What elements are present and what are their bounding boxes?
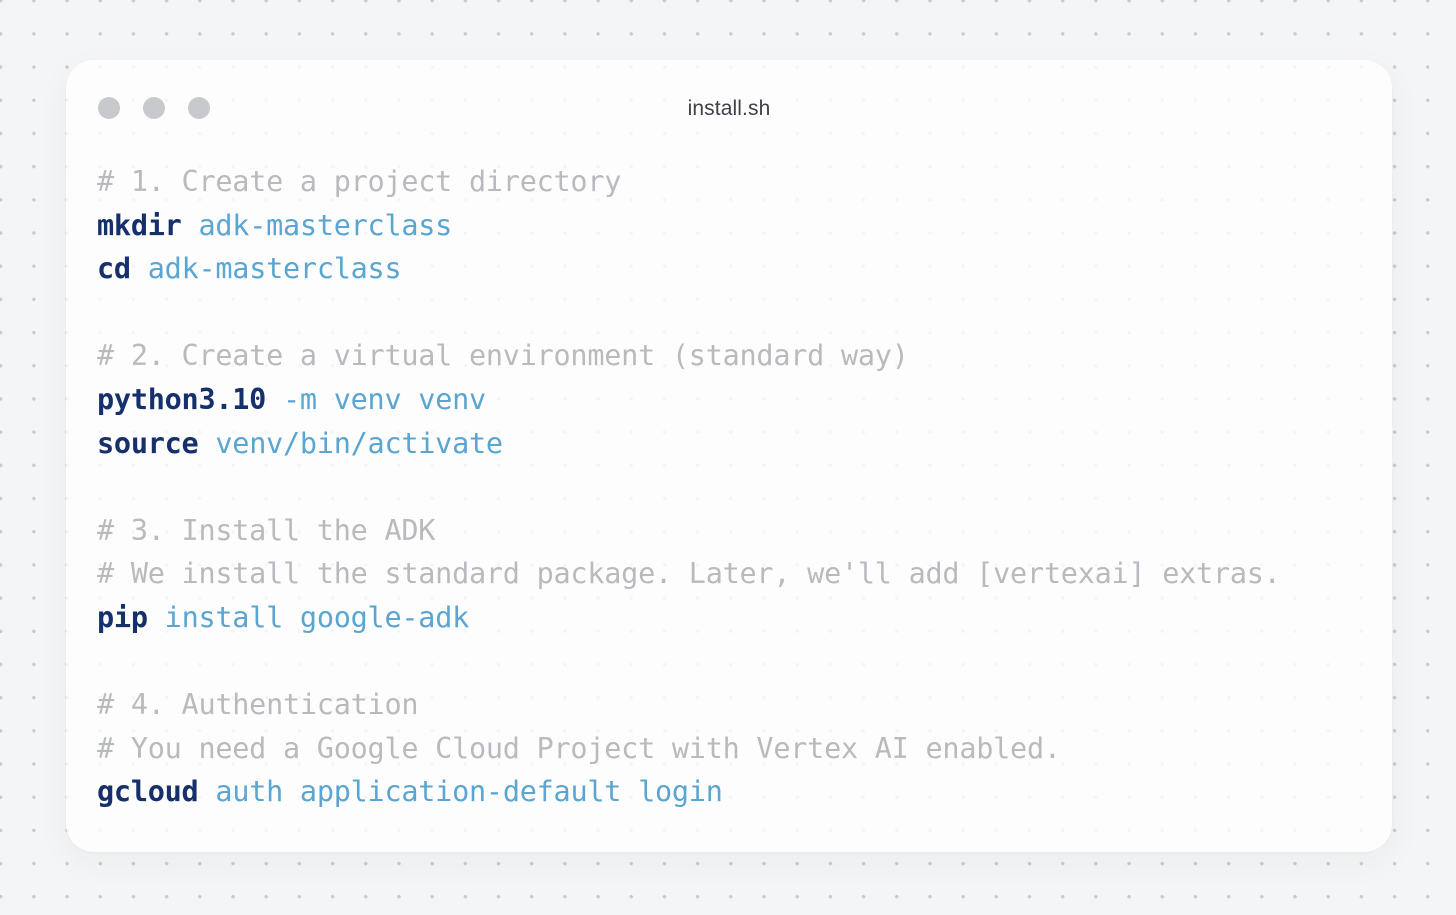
argument-token: adk-masterclass <box>198 208 453 242</box>
code-line-blank <box>97 465 1392 509</box>
argument-token: auth application-default login <box>215 775 723 809</box>
command-token: mkdir <box>97 208 182 242</box>
code-block: # 1. Create a project directory mkdir adk… <box>66 160 1392 814</box>
command-token: python3.10 <box>97 382 267 416</box>
comment-token: # 1. Create a project directory <box>97 165 622 198</box>
comment-token: # 3. Install the ADK <box>97 513 436 547</box>
traffic-light-buttons <box>98 97 210 119</box>
command-token: cd <box>97 252 131 286</box>
code-line-comment: # We install the standard package. Later… <box>97 552 1392 596</box>
code-line-command: mkdir adk-masterclass <box>97 204 1392 248</box>
minimize-button-icon[interactable] <box>143 97 165 119</box>
terminal-window-card: install.sh # 1. Create a project directo… <box>66 60 1392 852</box>
comment-token: # You need a Google Cloud Project with V… <box>97 731 1061 765</box>
comment-token: # 2. Create a virtual environment (stand… <box>97 339 909 373</box>
window-title: install.sh <box>687 97 771 120</box>
comment-token: # We install the standard package. Later… <box>97 557 1281 591</box>
code-line-command: cd adk-masterclass <box>97 247 1392 291</box>
maximize-button-icon[interactable] <box>188 97 210 119</box>
window-titlebar: install.sh <box>66 60 1392 160</box>
code-line-command: source venv/bin/activate <box>97 422 1392 466</box>
comment-token: # 4. Authentication <box>97 688 419 722</box>
argument-token: adk-masterclass <box>147 252 402 286</box>
code-line-command: python3.10 -m venv venv <box>97 378 1392 422</box>
command-token: pip <box>97 600 148 634</box>
code-line-command: pip install google-adk <box>97 596 1392 640</box>
code-line-comment: # 3. Install the ADK <box>97 509 1392 553</box>
command-token: source <box>97 426 199 460</box>
code-line-blank <box>97 291 1392 335</box>
code-line-comment: # 2. Create a virtual environment (stand… <box>97 334 1392 378</box>
code-line-command: gcloud auth application-default login <box>97 770 1392 814</box>
argument-token: install google-adk <box>164 600 470 634</box>
argument-token: venv/bin/activate <box>215 426 503 460</box>
code-line-comment: # You need a Google Cloud Project with V… <box>97 727 1392 771</box>
code-line-comment: # 1. Create a project directory <box>97 160 1392 204</box>
command-token: gcloud <box>97 775 199 809</box>
code-line-blank <box>97 640 1392 684</box>
argument-token: -m venv venv <box>283 382 486 416</box>
code-line-comment: # 4. Authentication <box>97 683 1392 727</box>
close-button-icon[interactable] <box>98 97 120 119</box>
